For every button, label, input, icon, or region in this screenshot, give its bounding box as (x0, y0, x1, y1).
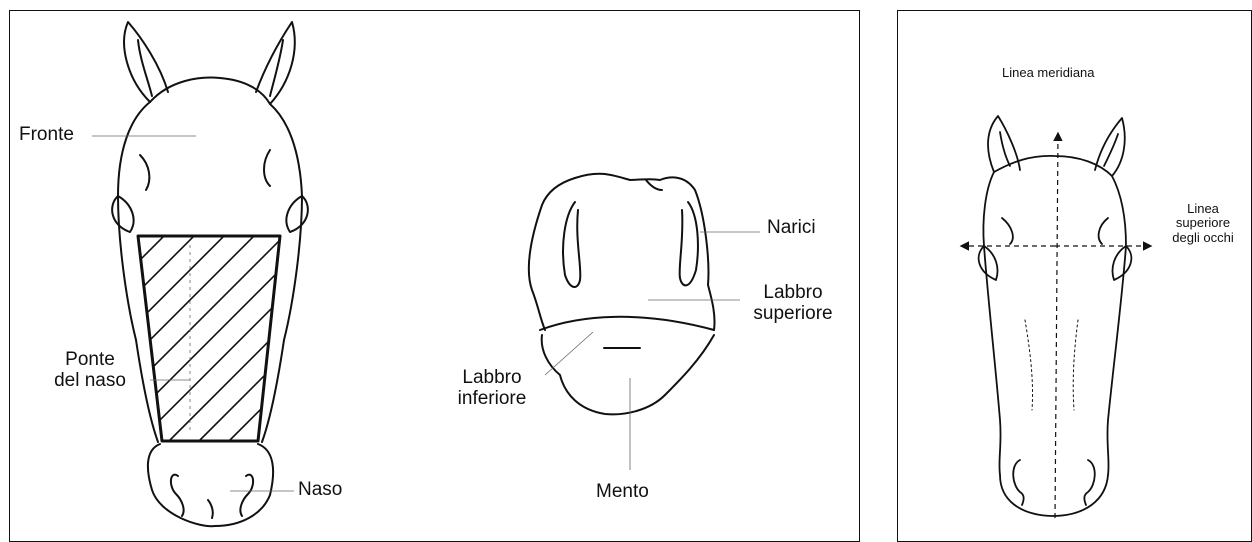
label-occhi-line1: Linea (1156, 202, 1250, 216)
muzzle-outline (148, 444, 273, 526)
upper-muzzle-outline (529, 178, 575, 330)
left-ear (124, 22, 168, 102)
label-linea-superiore-occhi: Linea superiore degli occhi (1156, 202, 1250, 245)
horse-head-axes-view (979, 116, 1132, 516)
label-labbro-inf-line1: Labbro (438, 368, 546, 389)
label-linea-meridiana: Linea meridiana (1002, 66, 1095, 80)
label-fronte: Fronte (19, 125, 74, 146)
right-nostril-underside (680, 202, 698, 285)
muzzle-leader-lines (545, 232, 760, 470)
label-ponte-line2: del naso (40, 371, 140, 392)
forehead-outline (150, 78, 302, 196)
label-mento: Mento (596, 482, 649, 503)
label-narici: Narici (767, 218, 816, 239)
reference-axes (962, 134, 1150, 518)
horse-head-front-view (100, 22, 320, 526)
label-labbro-inf-line2: inferiore (438, 389, 546, 410)
label-occhi-line2: superiore (1156, 216, 1250, 230)
left-nostril (171, 475, 184, 516)
label-occhi-line3: degli occhi (1156, 231, 1250, 245)
left-nostril-underside (563, 202, 580, 287)
label-labbro-inferiore: Labbro inferiore (438, 368, 546, 410)
lower-lip-outline (542, 335, 714, 414)
label-naso: Naso (298, 480, 342, 501)
label-labbro-superiore: Labbro superiore (738, 283, 848, 325)
muzzle-underside-view (529, 174, 715, 415)
label-labbro-sup-line2: superiore (738, 304, 848, 325)
label-labbro-sup-line1: Labbro (738, 283, 848, 304)
right-nostril (240, 475, 253, 516)
right-ear (256, 22, 295, 104)
meridian-line (1055, 134, 1058, 518)
left-eye (112, 196, 133, 232)
label-ponte-line1: Ponte (40, 350, 140, 371)
label-ponte-del-naso: Ponte del naso (40, 350, 140, 392)
right-eye (286, 196, 307, 232)
